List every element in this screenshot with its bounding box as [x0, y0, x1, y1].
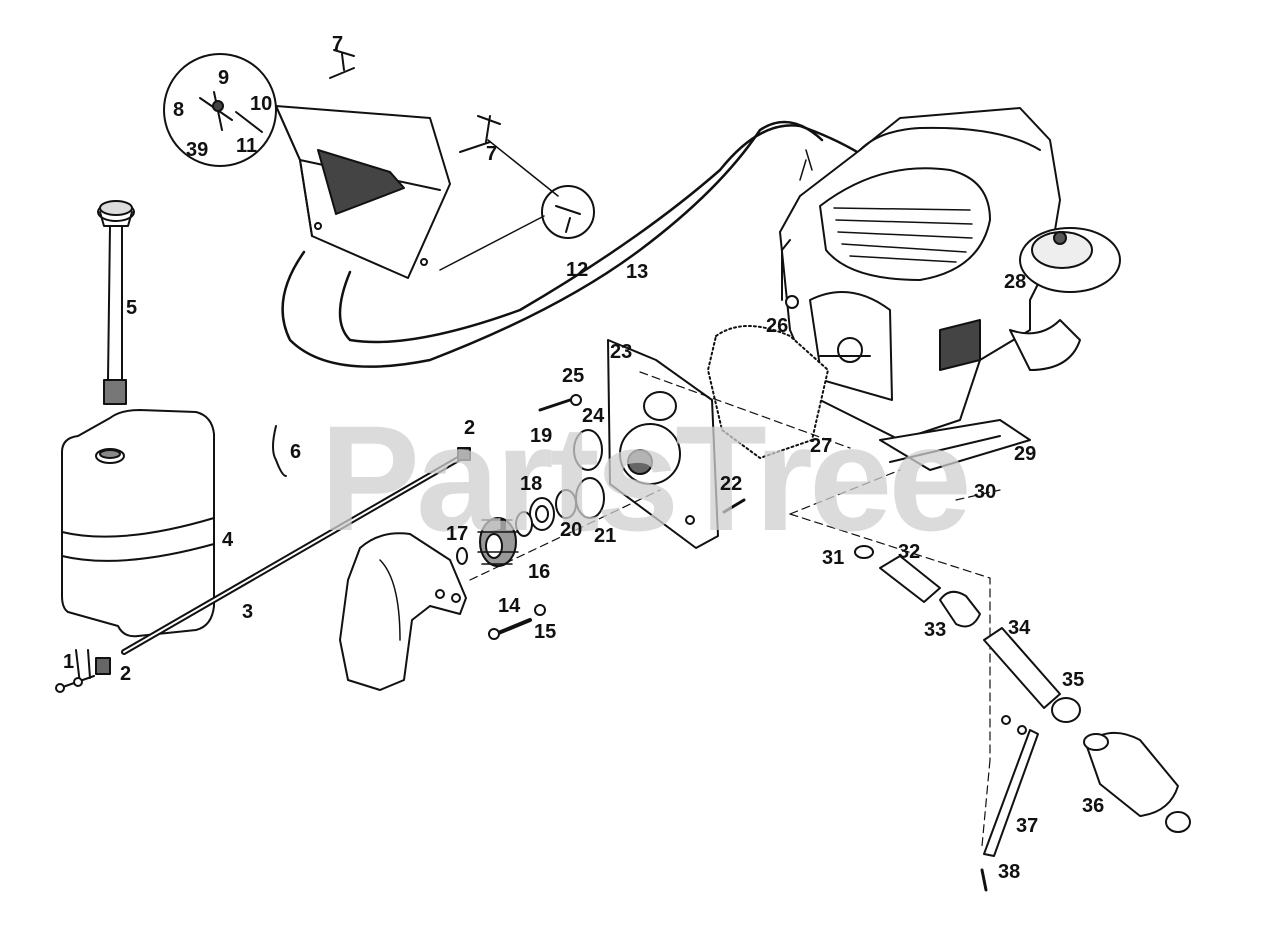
detail-inset — [163, 53, 277, 167]
callout-3: 3 — [242, 601, 254, 623]
callout-37: 37 — [1016, 815, 1039, 837]
callout-29: 29 — [1014, 443, 1037, 465]
callout-33: 33 — [924, 619, 947, 641]
callout-19: 19 — [530, 425, 553, 447]
callout-5: 5 — [126, 297, 138, 319]
callout-8: 8 — [173, 99, 185, 121]
callout-38: 38 — [998, 861, 1021, 883]
callout-39: 39 — [186, 139, 209, 161]
seals-and-rings — [456, 394, 746, 565]
gasket — [707, 325, 829, 459]
callout-26: 26 — [766, 315, 789, 337]
callout-23: 23 — [610, 341, 633, 363]
callout-32: 32 — [898, 541, 921, 563]
callout-16: 16 — [528, 561, 551, 583]
callout-10: 10 — [250, 93, 273, 115]
callout-17: 17 — [446, 523, 469, 545]
callout-28: 28 — [1004, 271, 1027, 293]
callout-7: 7 — [486, 143, 498, 165]
fuel-line — [121, 455, 463, 655]
callout-22: 22 — [720, 473, 743, 495]
callout-12: 12 — [566, 259, 589, 281]
callout-36: 36 — [1082, 795, 1105, 817]
engine-base — [879, 419, 1031, 471]
control-bracket — [275, 105, 451, 279]
callout-34: 34 — [1008, 617, 1031, 639]
support-rod — [980, 715, 1039, 892]
callout-30: 30 — [974, 481, 997, 503]
fuel-fittings — [55, 447, 471, 693]
callout-4: 4 — [222, 529, 234, 551]
callout-21: 21 — [594, 525, 617, 547]
detail-inset-small — [439, 139, 595, 271]
pins — [329, 49, 501, 153]
callout-11: 11 — [236, 135, 258, 157]
callout-31: 31 — [822, 547, 845, 569]
callout-15: 15 — [534, 621, 557, 643]
callout-13: 13 — [626, 261, 649, 283]
leader-lines — [469, 371, 1001, 847]
callout-7: 7 — [332, 33, 344, 55]
fuel-gauge-dipstick — [97, 200, 135, 405]
callout-20: 20 — [560, 519, 583, 541]
callout-24: 24 — [582, 405, 605, 427]
callout-2: 2 — [120, 663, 132, 685]
gear-housing — [339, 532, 467, 691]
callout-1: 1 — [63, 651, 75, 673]
throttle-choke-cables — [281, 120, 872, 368]
callout-2: 2 — [464, 417, 476, 439]
callout-14: 14 — [498, 595, 521, 617]
fuel-tank — [61, 409, 215, 638]
callout-27: 27 — [810, 435, 833, 457]
engine-assembly — [779, 107, 1121, 441]
callout-25: 25 — [562, 365, 585, 387]
adapter-plate — [607, 339, 719, 549]
callout-9: 9 — [218, 67, 230, 89]
callout-6: 6 — [290, 441, 302, 463]
drive-gear — [477, 517, 519, 567]
bolt-and-washer — [488, 604, 546, 640]
callout-18: 18 — [520, 473, 543, 495]
callout-35: 35 — [1062, 669, 1085, 691]
exhaust-parts — [854, 545, 1191, 833]
hose-clamp — [272, 425, 287, 477]
